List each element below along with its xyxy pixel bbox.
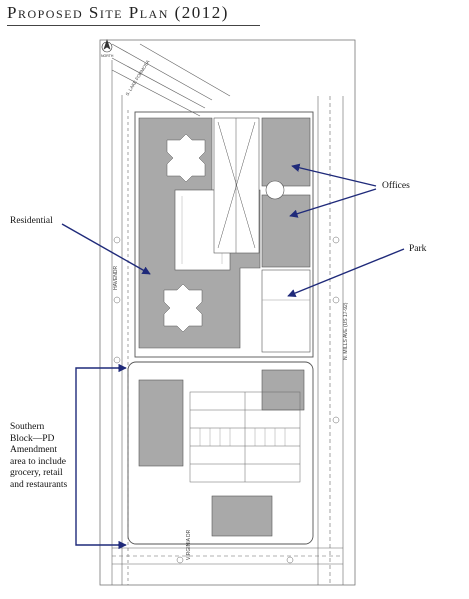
park-label: Park: [409, 244, 427, 254]
office-building-north: [261, 117, 311, 187]
southern-block-bracket: [75, 363, 127, 550]
north-block-outline: [134, 111, 314, 358]
southern-label-line: area to include: [10, 456, 66, 467]
street-label-north: S. LAKE FORMOSA: [125, 59, 151, 96]
tree-symbols: [113, 236, 340, 564]
arrow-park: [287, 248, 405, 298]
south-building-east: [261, 369, 305, 411]
parking-stall-ticks: [199, 428, 286, 446]
offices-label: Offices: [382, 181, 410, 191]
page-title: Proposed Site Plan (2012): [7, 3, 229, 22]
office-building-south: [261, 194, 311, 268]
park-area: [261, 269, 311, 353]
street-label-west: HAVENDR: [113, 266, 119, 290]
street-label-east: N. MILLS AVE (US 17-92): [343, 302, 349, 360]
southern-label-line: Block—PD: [10, 433, 55, 444]
residential-label: Residential: [10, 216, 53, 226]
arrow-residential: [61, 223, 151, 275]
southern-block-label: Southern Block—PD Amendment area to incl…: [10, 422, 67, 491]
south-block-outline: [127, 361, 314, 545]
north-arrow-label: NORTH: [101, 54, 114, 58]
courtyard-north: [166, 133, 206, 183]
south-road: [112, 547, 343, 565]
southern-label-line: Amendment: [10, 445, 57, 455]
north-arrow: [101, 39, 113, 53]
south-building-bottom: [211, 495, 273, 537]
north-diagonal-road: [111, 43, 231, 117]
title-underline: [7, 25, 260, 26]
southern-label-line: and restaurants: [10, 479, 68, 490]
east-road: [317, 96, 344, 585]
west-road: [111, 60, 129, 585]
callout-arrows: [61, 163, 405, 298]
parking-lot: [189, 391, 301, 483]
street-label-south: VIRGINIA DR: [186, 529, 192, 560]
arrow-offices-south: [289, 188, 377, 218]
south-building-west: [138, 379, 184, 467]
office-plaza-circle: [265, 180, 285, 200]
arrow-offices-north: [291, 163, 377, 187]
southern-label-line: Southern: [10, 422, 45, 432]
central-structure-lines: [217, 118, 256, 253]
southern-label-line: grocery, retail: [10, 468, 63, 478]
plan-sheet-border: [99, 39, 356, 586]
courtyard-south: [163, 283, 203, 333]
